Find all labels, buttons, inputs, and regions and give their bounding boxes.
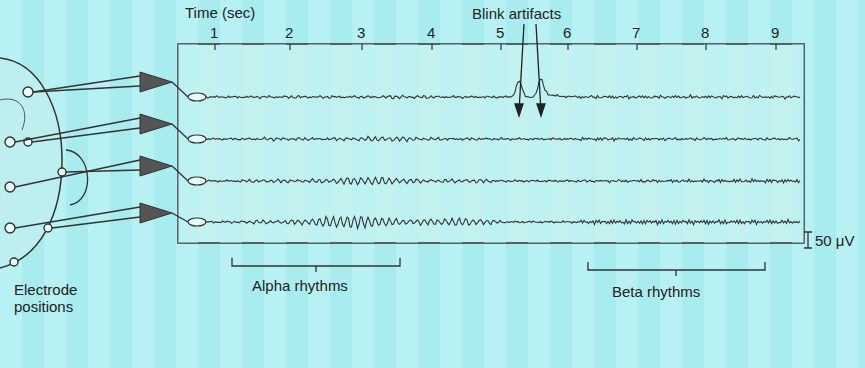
electrodes: [5, 87, 66, 266]
time-number: 3: [357, 25, 365, 42]
annotation-label: Blink artifacts: [472, 6, 561, 23]
eeg-trace: [206, 79, 800, 99]
time-number: 1: [210, 25, 218, 42]
alpha-bracket: [232, 258, 400, 272]
axis-title: Time (sec): [185, 5, 255, 22]
scale-bar: [804, 232, 812, 248]
time-number: 2: [285, 25, 293, 42]
eeg-traces: [206, 79, 800, 228]
beta-bracket: [588, 262, 765, 276]
time-number: 5: [496, 25, 504, 42]
pen-markers: [188, 93, 206, 226]
chart-stripes: [178, 44, 804, 243]
time-number: 8: [701, 25, 709, 42]
annotation-label: Beta rhythms: [612, 284, 700, 301]
chart-frame: [178, 44, 804, 243]
time-number: 7: [632, 25, 640, 42]
amplifiers: [140, 72, 172, 223]
electrode-wires: [15, 76, 140, 228]
blink-arrows: [515, 24, 545, 116]
amplifier-outputs: [172, 82, 188, 222]
eeg-trace: [206, 217, 800, 229]
ear-outline: [66, 150, 88, 205]
time-ticks: [215, 44, 776, 50]
head-contour: [0, 99, 25, 130]
annotation-label: Electrode positions: [14, 282, 104, 315]
annotation-label: Alpha rhythms: [252, 278, 348, 295]
annotation-label: 50 μV: [815, 233, 855, 250]
time-number: 4: [427, 25, 435, 42]
time-number: 6: [563, 25, 571, 42]
eeg-trace: [206, 136, 800, 142]
eeg-trace: [206, 177, 800, 184]
time-number: 9: [771, 25, 779, 42]
